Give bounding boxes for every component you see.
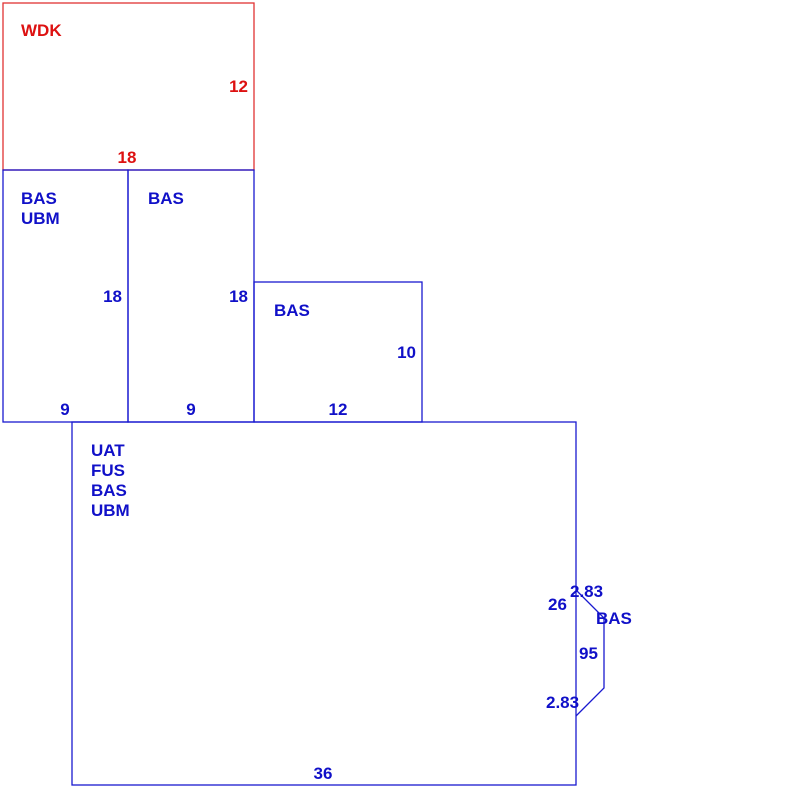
bas-ubm-left-code-2: UBM [21,209,60,228]
bas-mid-depth-dimension: 18 [229,287,248,306]
bay-top-diagonal-dimension: 2.83 [570,582,603,601]
bas-ubm-left-code-1: BAS [21,189,57,208]
bas-right-depth-dimension: 10 [397,343,416,362]
bas-ubm-left-width-dimension: 9 [60,400,69,419]
wdk-width-dimension: 18 [118,148,137,167]
main-code-3: BAS [91,481,127,500]
main-code-1: UAT [91,441,125,460]
bas-mid-width-dimension: 9 [186,400,195,419]
area-main: UAT FUS BAS UBM 36 [71,421,577,786]
wdk-depth-dimension: 12 [229,77,248,96]
wdk-code-label: WDK [21,21,62,40]
bay-outline [575,589,605,717]
area-bas-right: BAS 10 12 [253,281,423,423]
area-bay: 2.83 26 BAS 95 2.83 [546,582,632,717]
bas-right-width-dimension: 12 [329,400,348,419]
area-wdk: WDK 12 18 [2,2,255,171]
main-code-2: FUS [91,461,125,480]
main-code-4: UBM [91,501,130,520]
area-bas-ubm-left: BAS UBM 18 9 [2,169,129,423]
area-bas-mid: BAS 18 9 [127,169,255,423]
bas-mid-code: BAS [148,189,184,208]
main-outline [71,421,577,786]
bas-right-code: BAS [274,301,310,320]
bay-bottom-diagonal-dimension: 2.83 [546,693,579,712]
main-width-dimension: 36 [314,764,333,783]
bas-ubm-left-depth-dimension: 18 [103,287,122,306]
bay-top-segment-dimension: 26 [548,595,567,614]
bay-code: BAS [596,609,632,628]
bay-side-dimension: 95 [579,644,598,663]
